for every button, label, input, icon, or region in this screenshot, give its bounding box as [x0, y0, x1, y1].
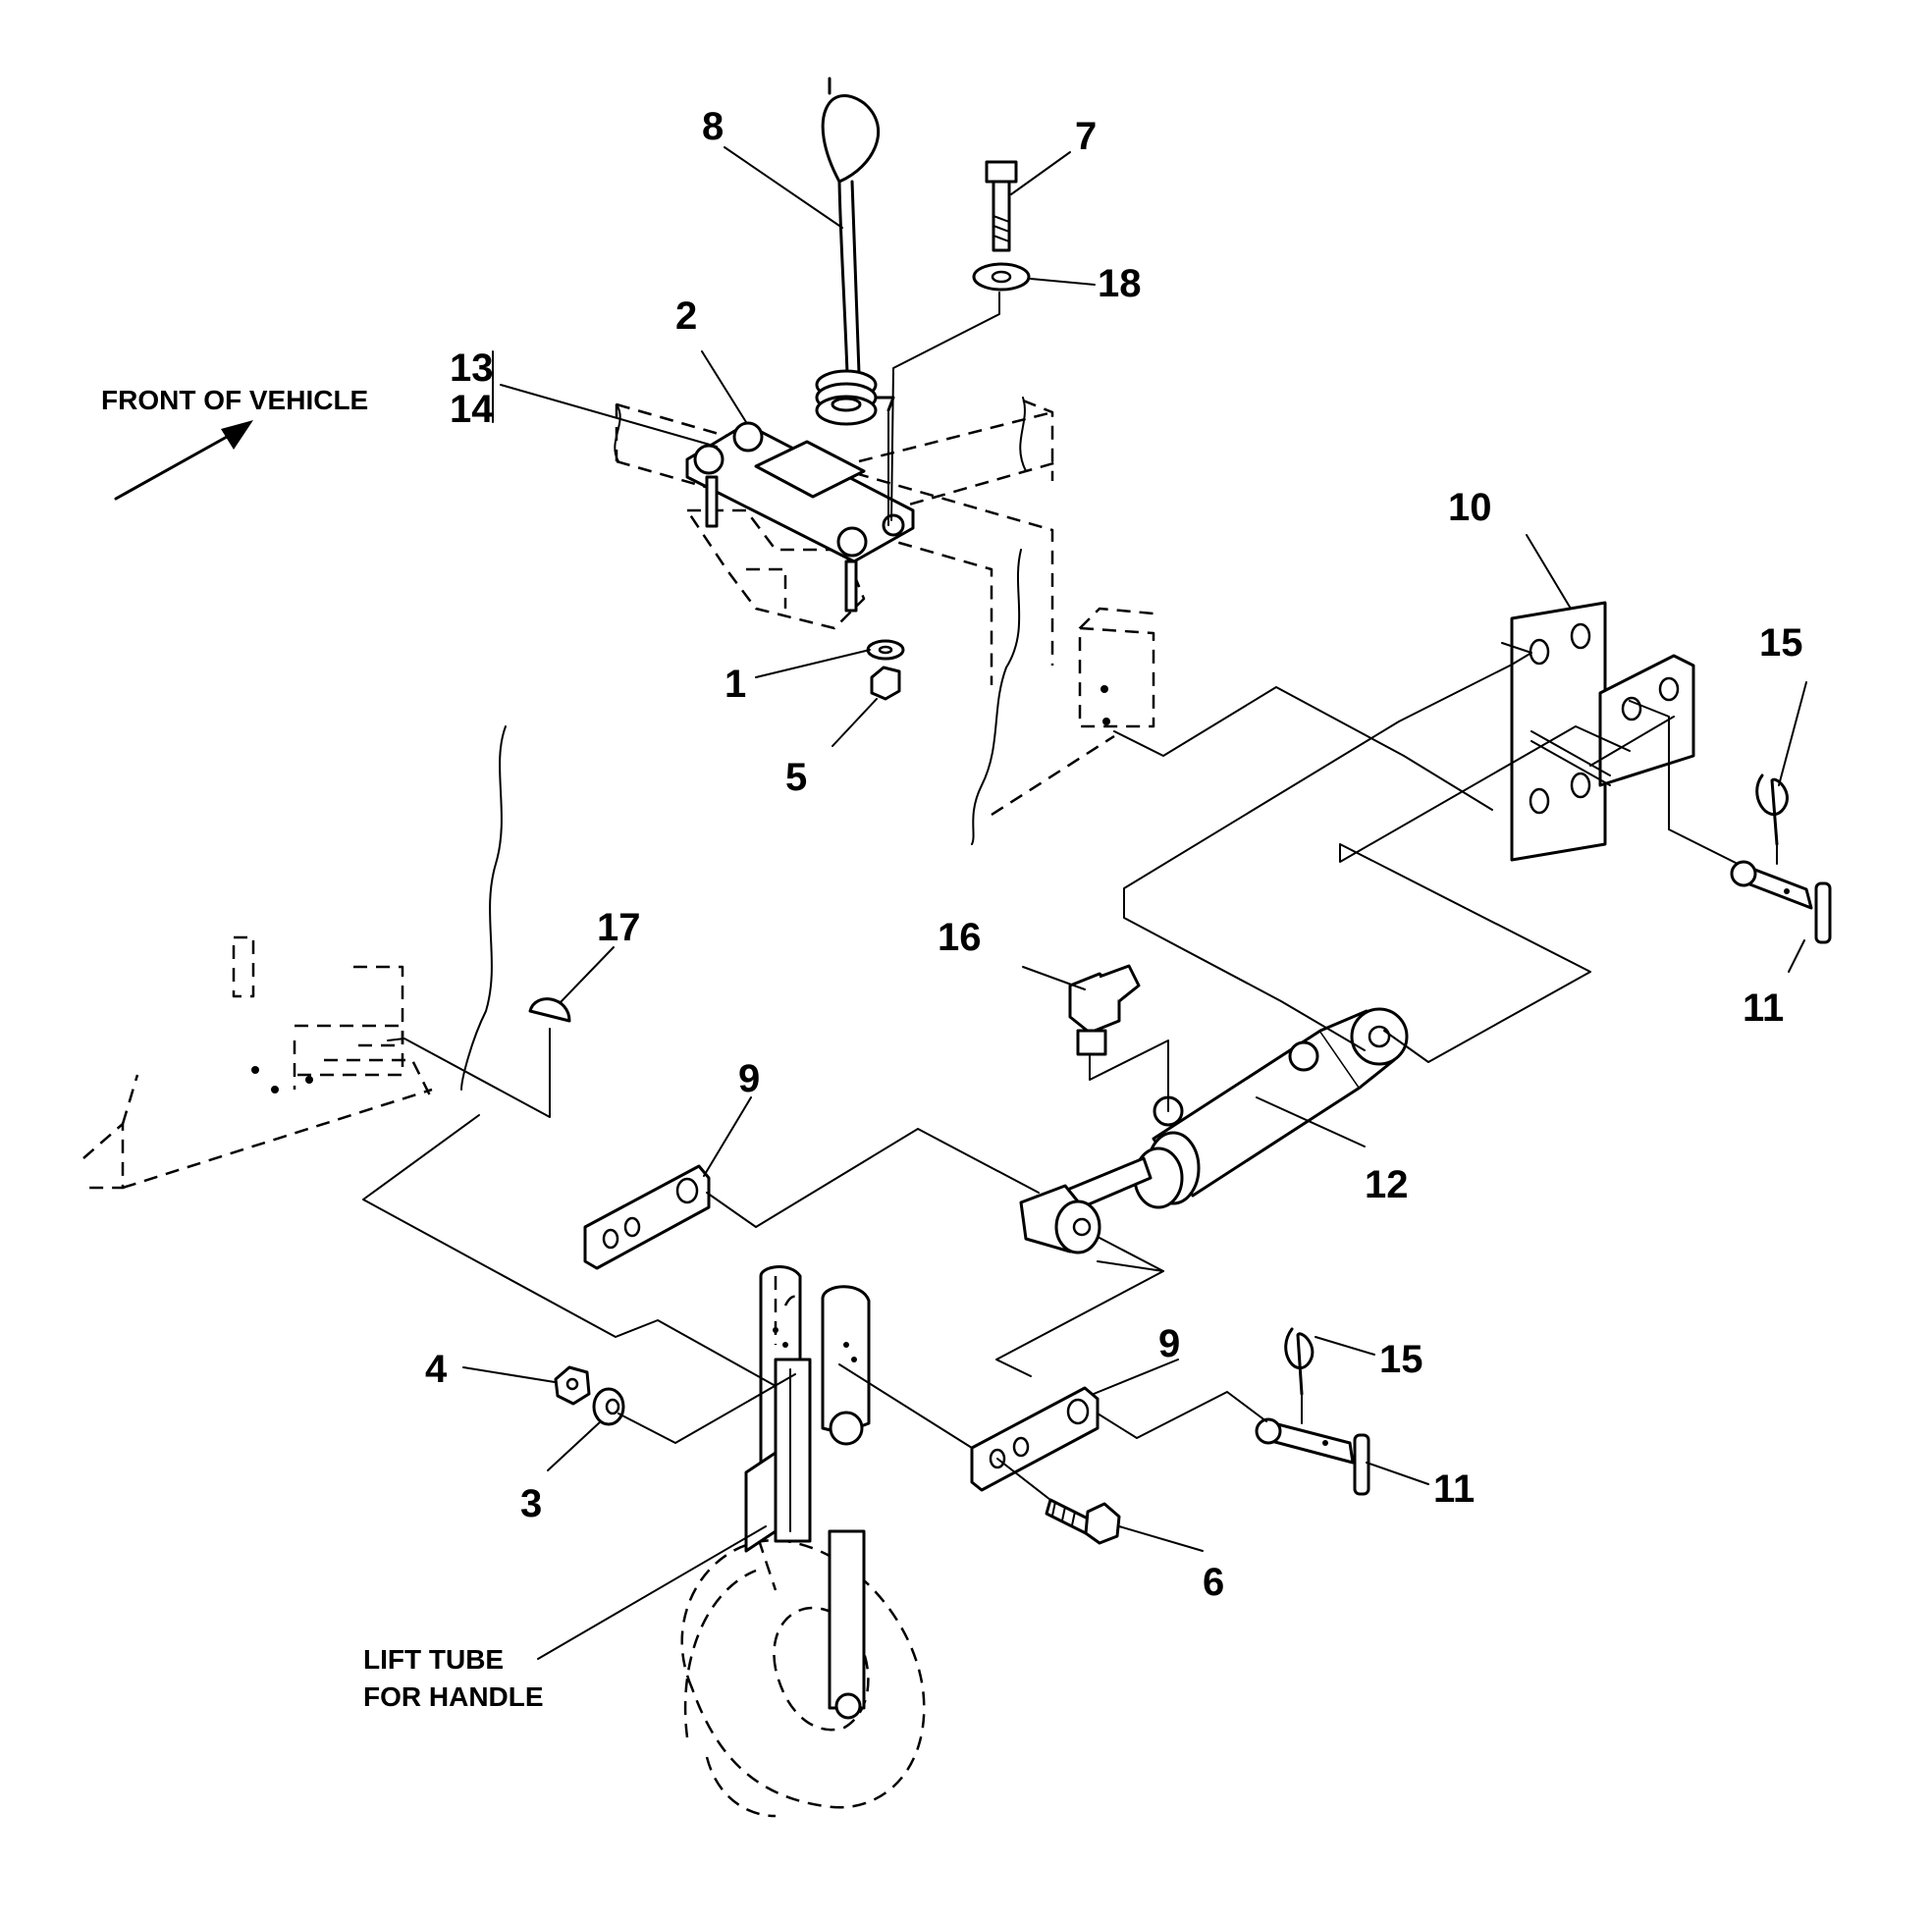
callout-5: 5 [785, 756, 807, 799]
key-17 [528, 997, 571, 1023]
washer-3 [592, 1387, 625, 1426]
callout-10: 10 [1448, 486, 1492, 529]
bracket-10 [1510, 601, 1695, 862]
bolt-7 [985, 160, 1018, 252]
callout-1: 1 [724, 663, 746, 706]
callout-13: 13 [450, 347, 494, 390]
leader-lines [462, 146, 1807, 1660]
link-plate-9-right [970, 1386, 1100, 1492]
nut-5 [870, 666, 901, 701]
cotter-pin-15-lower [1284, 1327, 1315, 1396]
link-plate-9-left [583, 1164, 711, 1270]
clevis-pin-11-upper [1730, 860, 1832, 944]
callout-15-lower: 15 [1379, 1338, 1423, 1381]
callout-11-upper: 11 [1743, 987, 1784, 1030]
hydraulic-cylinder-12 [1019, 1007, 1409, 1254]
assembly-path-lines [362, 292, 1778, 1501]
front-of-vehicle-label: FRONT OF VEHICLE [101, 385, 368, 415]
mount-plate-2 [685, 411, 915, 613]
callout-15-upper: 15 [1759, 621, 1803, 665]
callout-4: 4 [425, 1348, 448, 1391]
callout-18: 18 [1098, 262, 1142, 305]
callout-11-lower: 11 [1433, 1467, 1475, 1511]
callout-9-left: 9 [738, 1057, 760, 1100]
nut-4 [554, 1365, 591, 1406]
clevis-pin-11-lower [1255, 1417, 1370, 1496]
callout-17: 17 [597, 906, 641, 949]
vehicle-frame-outline [82, 397, 1155, 1190]
callout-14: 14 [450, 388, 494, 431]
callout-16: 16 [938, 916, 982, 959]
cotter-pin-15-upper [1755, 773, 1789, 846]
callout-7: 7 [1075, 115, 1097, 158]
spring-pin-8 [815, 77, 895, 426]
callout-2: 2 [675, 294, 697, 338]
callout-3: 3 [520, 1482, 542, 1525]
callout-9-right: 9 [1158, 1322, 1180, 1365]
callout-labels: 8 7 18 2 13 14 1 5 10 15 11 16 17 12 9 9… [101, 105, 1803, 1712]
elbow-fitting-16 [1068, 964, 1141, 1056]
lift-tube-label-line2: FOR HANDLE [363, 1681, 544, 1712]
washer-18 [972, 262, 1031, 292]
callout-6: 6 [1203, 1561, 1224, 1604]
bolt-6 [1045, 1498, 1121, 1545]
lift-tube-label-line1: LIFT TUBE [363, 1644, 504, 1675]
caster-wheel-assembly [680, 1265, 926, 1818]
callout-8: 8 [702, 105, 724, 148]
callout-12: 12 [1365, 1163, 1409, 1206]
washer-1 [866, 639, 905, 661]
front-direction-arrow [114, 420, 253, 501]
